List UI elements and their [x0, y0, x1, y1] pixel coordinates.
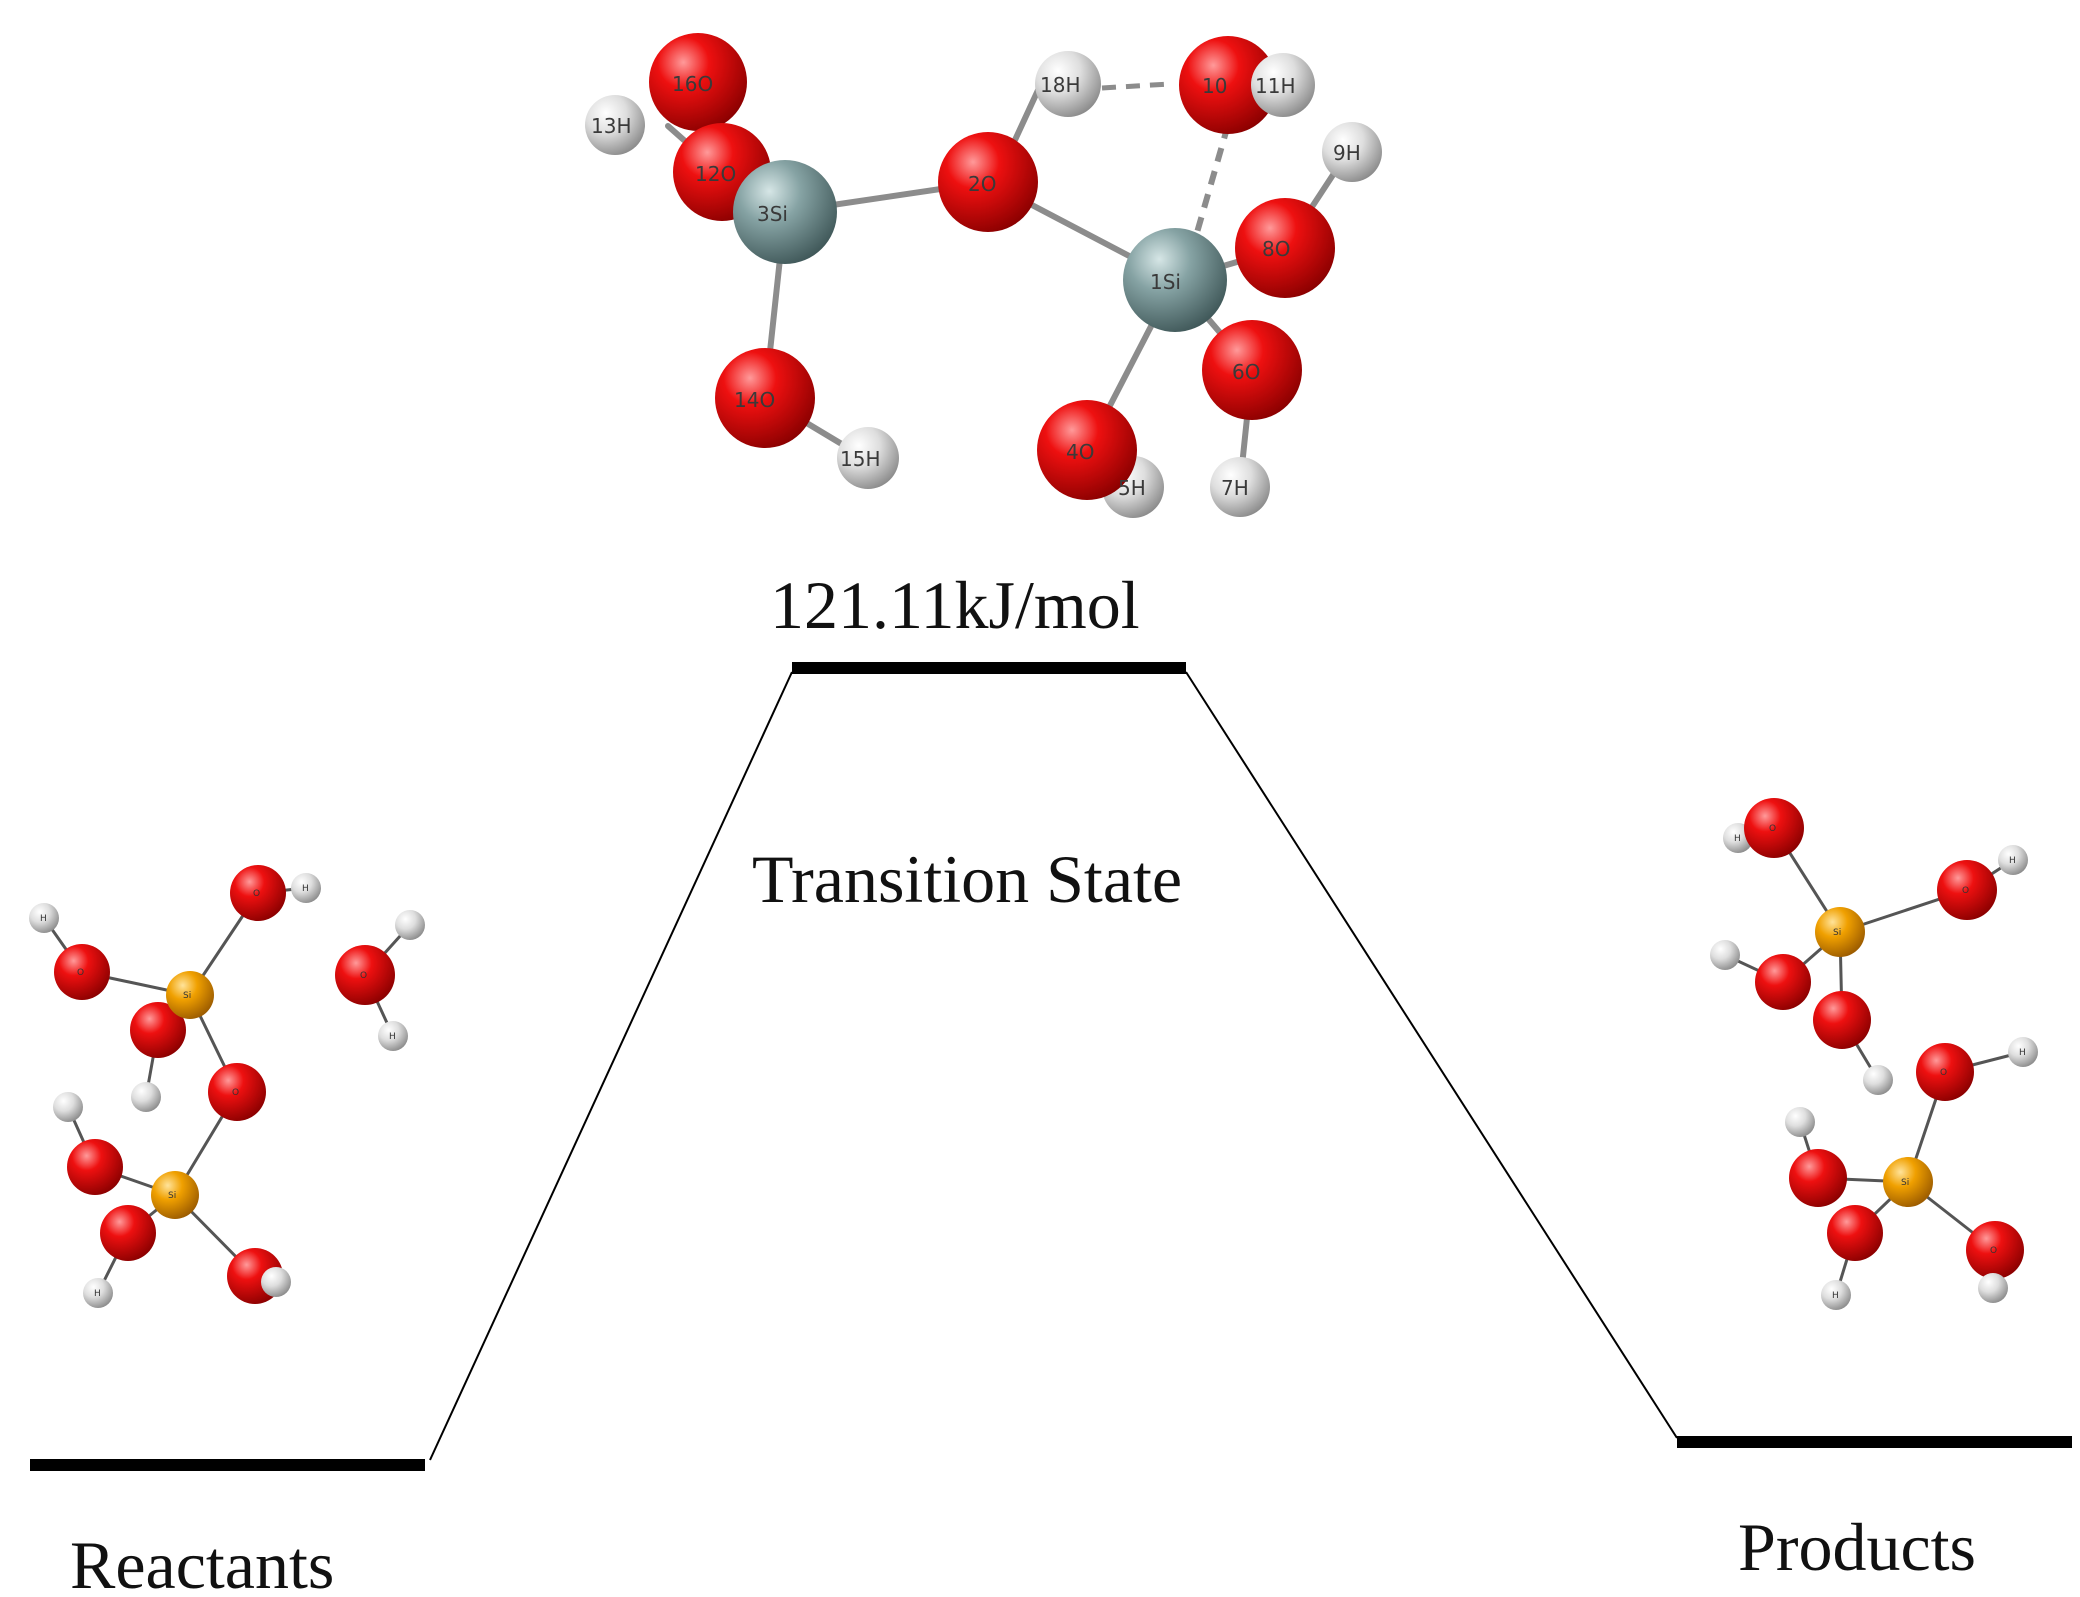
atom-label: 12O	[695, 162, 736, 186]
products-molecules: O H Si O H O H Si O H	[1710, 798, 2038, 1310]
atom-label: H	[302, 884, 309, 894]
atom-10	[1179, 36, 1277, 134]
connector-ts-to-products	[1185, 671, 1678, 1439]
atom-label: 15H	[840, 447, 881, 471]
atom-label: H	[94, 1289, 101, 1299]
atom-18H	[1035, 51, 1101, 117]
atom-label: O	[1990, 1246, 1997, 1256]
atom-label: H	[389, 1032, 396, 1042]
atom-9H	[1322, 122, 1382, 182]
atom-label: 3Si	[757, 202, 788, 226]
atom-label: 18H	[1040, 73, 1081, 97]
atom-label: Si	[168, 1191, 176, 1201]
atom-label: O	[1940, 1068, 1947, 1078]
atom-1Si	[1123, 228, 1227, 332]
atom-label: O	[1769, 824, 1776, 834]
atom-label: 1Si	[1150, 270, 1181, 294]
atom-label: 7H	[1221, 476, 1249, 500]
atom-7H	[1210, 457, 1270, 517]
transition-state-molecule: 16O 13H 12O 3Si 14O 15H 2O 18H 10 11H 9H…	[585, 33, 1382, 518]
atom-14O	[715, 348, 815, 448]
atom-6O	[1202, 320, 1302, 420]
atom-label: 8O	[1262, 237, 1290, 261]
atom-2O	[938, 132, 1038, 232]
atom-label: 11H	[1255, 74, 1296, 98]
atom-4O	[1037, 400, 1137, 500]
atom-3Si	[733, 160, 837, 264]
atom-label: 6O	[1232, 360, 1260, 384]
atom-label: O	[253, 889, 260, 899]
atom-label: O	[77, 968, 84, 978]
atom-15H	[837, 427, 899, 489]
atom-label: O	[1962, 886, 1969, 896]
atom-label: 13H	[591, 114, 632, 138]
atom-label: Si	[183, 991, 191, 1001]
connector-reactants-to-ts	[429, 671, 793, 1461]
atom-16O	[649, 33, 747, 131]
atom-label: 4O	[1066, 440, 1094, 464]
atom-label: Si	[1901, 1178, 1909, 1188]
atom-label: 14O	[734, 388, 775, 412]
atom-label: H	[40, 914, 47, 924]
atom-11H	[1251, 53, 1315, 117]
reactants-label: Reactants	[70, 1527, 334, 1597]
ts-energy-label: 121.11kJ/mol	[770, 567, 1140, 643]
atom-label: H	[2009, 856, 2016, 866]
atom-13H	[585, 95, 645, 155]
atom-label: 2O	[968, 172, 996, 196]
atom-label: H	[1734, 834, 1741, 844]
atom-label: 10	[1202, 74, 1227, 98]
atom-label: 9H	[1333, 141, 1361, 165]
atom-label: H	[2019, 1048, 2026, 1058]
atom-label: O	[232, 1088, 239, 1098]
atom-label: 5H	[1118, 476, 1146, 500]
atom-label: 16O	[672, 72, 713, 96]
atom-8O	[1235, 198, 1335, 298]
atom-label: H	[1832, 1291, 1839, 1301]
products-label: Products	[1738, 1509, 1976, 1585]
reactants-molecules: O H Si O H O H Si O H	[29, 865, 425, 1308]
atom-label: Si	[1833, 928, 1841, 938]
atom-label: O	[360, 971, 367, 981]
ts-name-label: Transition State	[752, 841, 1182, 917]
